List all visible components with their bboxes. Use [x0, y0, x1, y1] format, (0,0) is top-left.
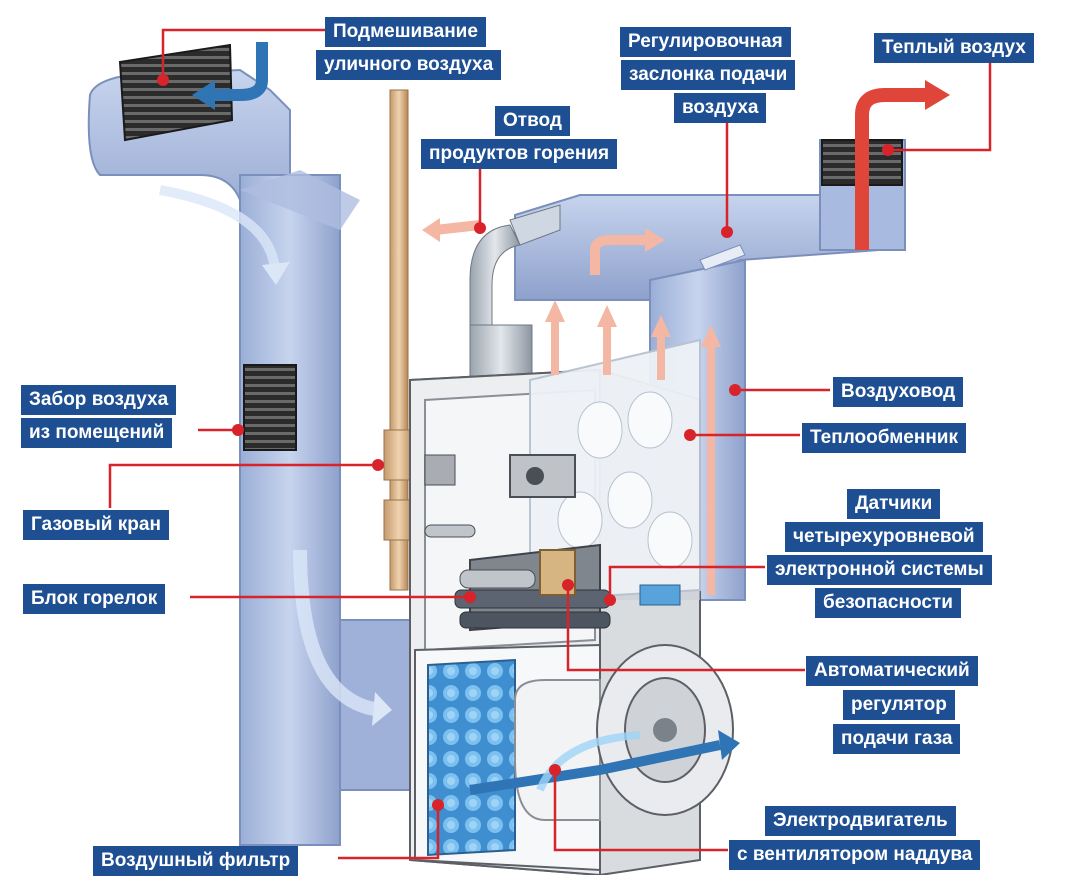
label-duct: Воздуховод: [833, 377, 964, 407]
label-burners: Блок горелок: [23, 584, 166, 614]
label-gas-valve: Газовый кран: [23, 510, 169, 540]
label-damper-line3: воздуха: [674, 93, 767, 123]
label-flue-line2: продуктов горения: [421, 139, 618, 169]
label-sensors-line4: безопасности: [815, 588, 961, 618]
blower-icon: [469, 644, 740, 821]
label-damper-line2: заслонка подачи: [621, 60, 796, 90]
label-warm-air: Теплый воздух: [874, 33, 1034, 63]
label-outdoor-mix-line1: Подмешивание: [325, 17, 486, 47]
label-gas-regulator-line1: Автоматический: [806, 656, 978, 686]
label-motor-line1: Электродвигатель: [765, 806, 956, 836]
heat-exchanger: [529, 300, 721, 602]
leader-dots: [157, 74, 894, 811]
label-damper-line1: Регулировочная: [620, 27, 791, 57]
label-gas-regulator-line3: подачи газа: [833, 724, 961, 754]
leader-lines: [108, 28, 992, 860]
room-intake-grille-icon: [243, 364, 297, 451]
label-sensors-line1: Датчики: [847, 489, 941, 519]
return-duct: [87, 68, 416, 846]
label-sensors-line3: электронной системы: [767, 555, 992, 585]
label-outdoor-mix-line2: уличного воздуха: [316, 50, 502, 80]
label-room-intake-line1: Забор воздуха: [21, 385, 177, 415]
label-flue-line1: Отвод: [495, 106, 570, 136]
label-motor-line2: с вентилятором наддува: [729, 840, 981, 870]
label-gas-regulator-line2: регулятор: [843, 690, 955, 720]
label-air-filter: Воздушный фильтр: [93, 846, 299, 876]
label-heat-exchanger: Теплообменник: [802, 423, 966, 453]
intake-grille-icon: [118, 42, 268, 142]
filter-icon: [427, 658, 516, 857]
label-sensors-line2: четырехуровневой: [785, 522, 983, 552]
label-room-intake-line2: из помещений: [21, 418, 173, 448]
